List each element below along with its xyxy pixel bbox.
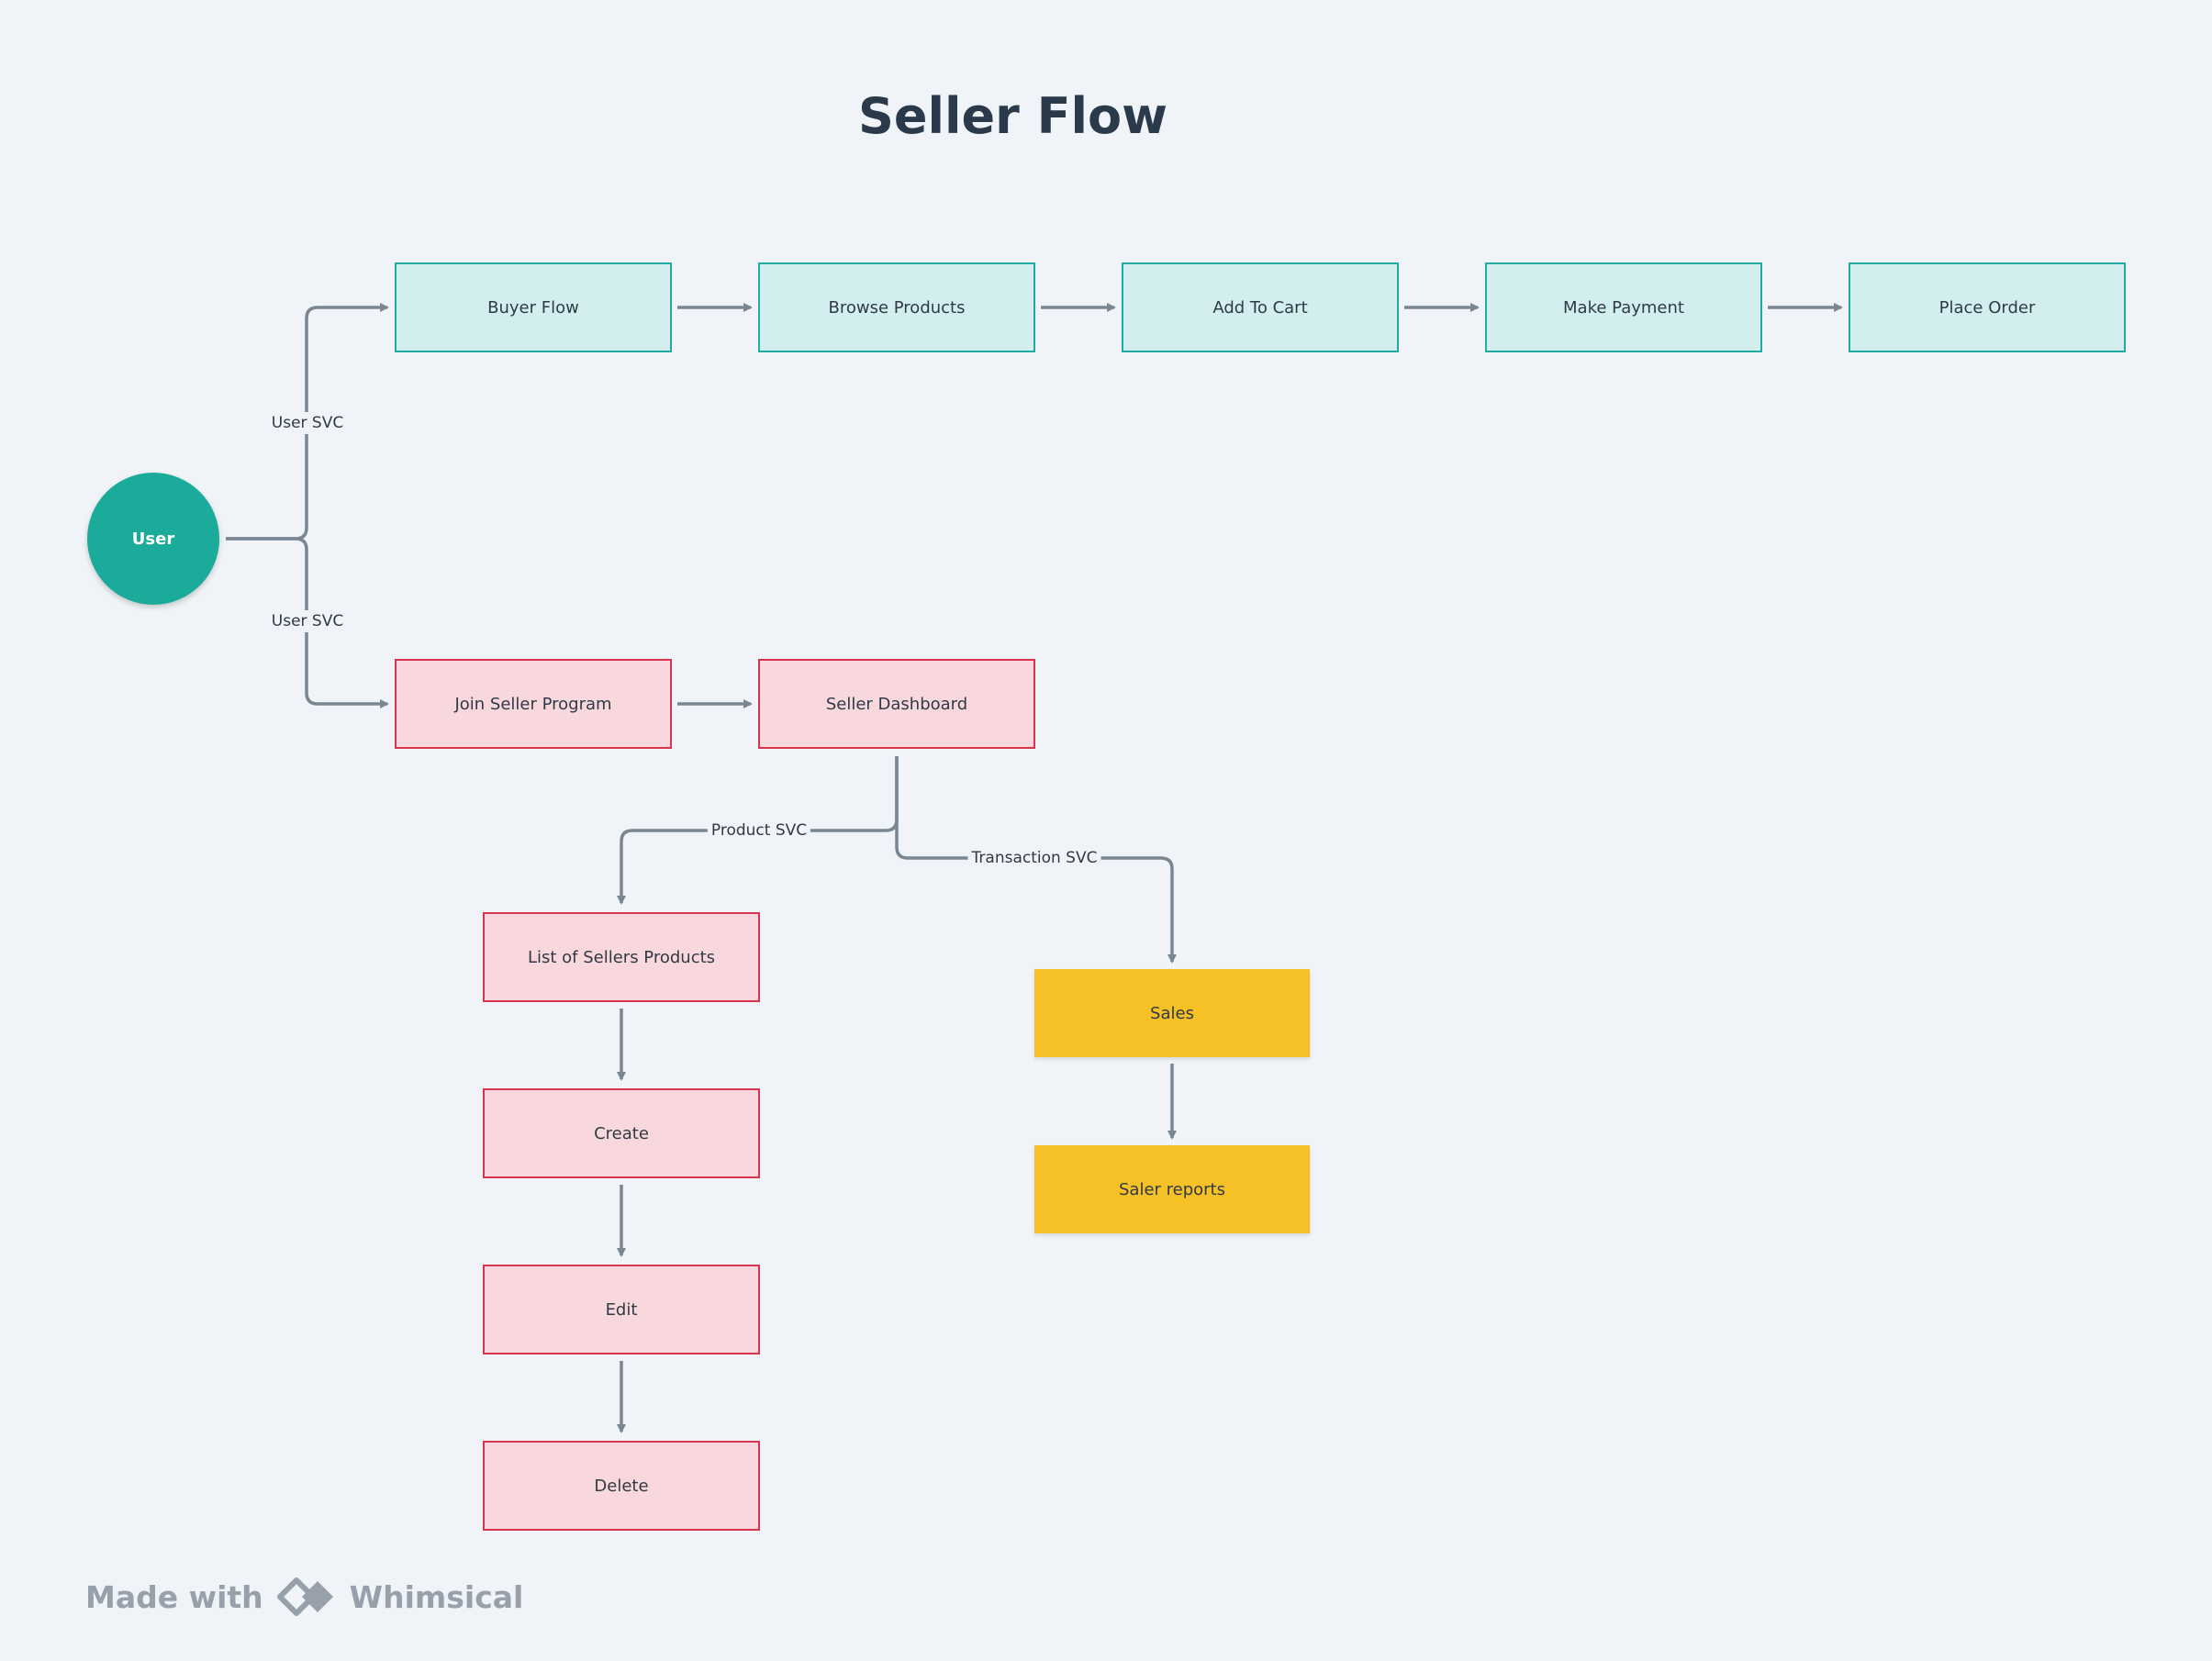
- page-title: Seller Flow: [858, 87, 1167, 145]
- sales-node[interactable]: Sales: [1034, 969, 1310, 1057]
- list-of-sellers-products-node[interactable]: List of Sellers Products: [483, 912, 760, 1002]
- make-payment-node[interactable]: Make Payment: [1485, 262, 1762, 352]
- whimsical-logo-icon: [276, 1574, 337, 1620]
- edit-node[interactable]: Edit: [483, 1265, 760, 1354]
- buyer-flow-node[interactable]: Buyer Flow: [395, 262, 672, 352]
- browse-products-node[interactable]: Browse Products: [758, 262, 1035, 352]
- add-to-cart-node[interactable]: Add To Cart: [1122, 262, 1399, 352]
- edge-label-transaction-svc: Transaction SVC: [967, 847, 1101, 869]
- join-seller-program-node[interactable]: Join Seller Program: [395, 659, 672, 749]
- edge-label-user-svc-seller: User SVC: [267, 610, 348, 632]
- create-node[interactable]: Create: [483, 1088, 760, 1178]
- delete-node[interactable]: Delete: [483, 1441, 760, 1531]
- edge-label-product-svc: Product SVC: [707, 819, 811, 842]
- place-order-node[interactable]: Place Order: [1849, 262, 2126, 352]
- user-node[interactable]: User: [87, 473, 219, 605]
- whimsical-brand-text: Whimsical: [349, 1578, 524, 1615]
- saler-reports-node[interactable]: Saler reports: [1034, 1145, 1310, 1233]
- seller-dashboard-node[interactable]: Seller Dashboard: [758, 659, 1035, 749]
- edge-label-user-svc-buyer: User SVC: [267, 412, 348, 434]
- made-with-text: Made with: [85, 1578, 263, 1615]
- made-with-whimsical-badge[interactable]: Made with Whimsical: [85, 1573, 523, 1621]
